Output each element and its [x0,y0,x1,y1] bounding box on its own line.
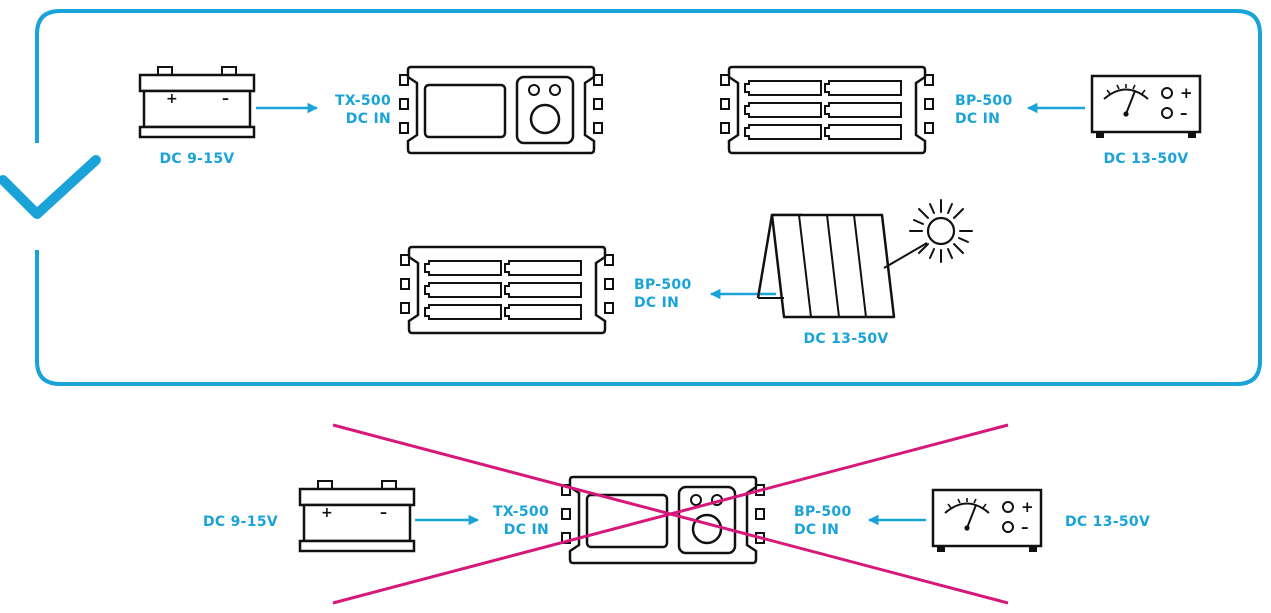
checkmark-icon [0,155,101,219]
battery-minus-terminal: – [380,505,387,521]
sun-icon [908,198,974,264]
tx-500-unit-icon [398,65,604,155]
psu-minus-terminal: – [1180,104,1188,122]
psu-plus-terminal: + [1021,498,1034,516]
bp-500-battery-pack-icon [399,245,615,335]
valid-battery-voltage-label: DC 9-15V [159,151,235,167]
valid-solar-voltage-label: DC 13-50V [803,331,889,347]
sun-ray-to-panel [883,242,928,269]
car-battery-icon: + – [138,65,256,139]
psu-minus-terminal: – [1021,518,1029,536]
battery-minus-terminal: – [222,91,229,107]
valid-configurations-frame [35,9,1262,386]
invalid-psu-voltage-label: DC 13-50V [1065,514,1151,530]
car-battery-icon: + – [298,479,416,553]
solar-panel-icon [756,213,896,319]
bench-power-supply-icon: + – [1090,74,1202,140]
psu-plus-terminal: + [1180,84,1193,102]
bench-power-supply-icon: + – [931,488,1043,554]
cross-icon [332,423,1009,605]
battery-plus-terminal: + [166,91,178,107]
valid-psu-voltage-label: DC 13-50V [1103,151,1189,167]
tx-500-unit-icon [560,475,766,565]
bp-500-battery-pack-icon [719,65,935,155]
invalid-battery-voltage-label: DC 9-15V [202,514,278,530]
battery-plus-terminal: + [321,505,333,521]
